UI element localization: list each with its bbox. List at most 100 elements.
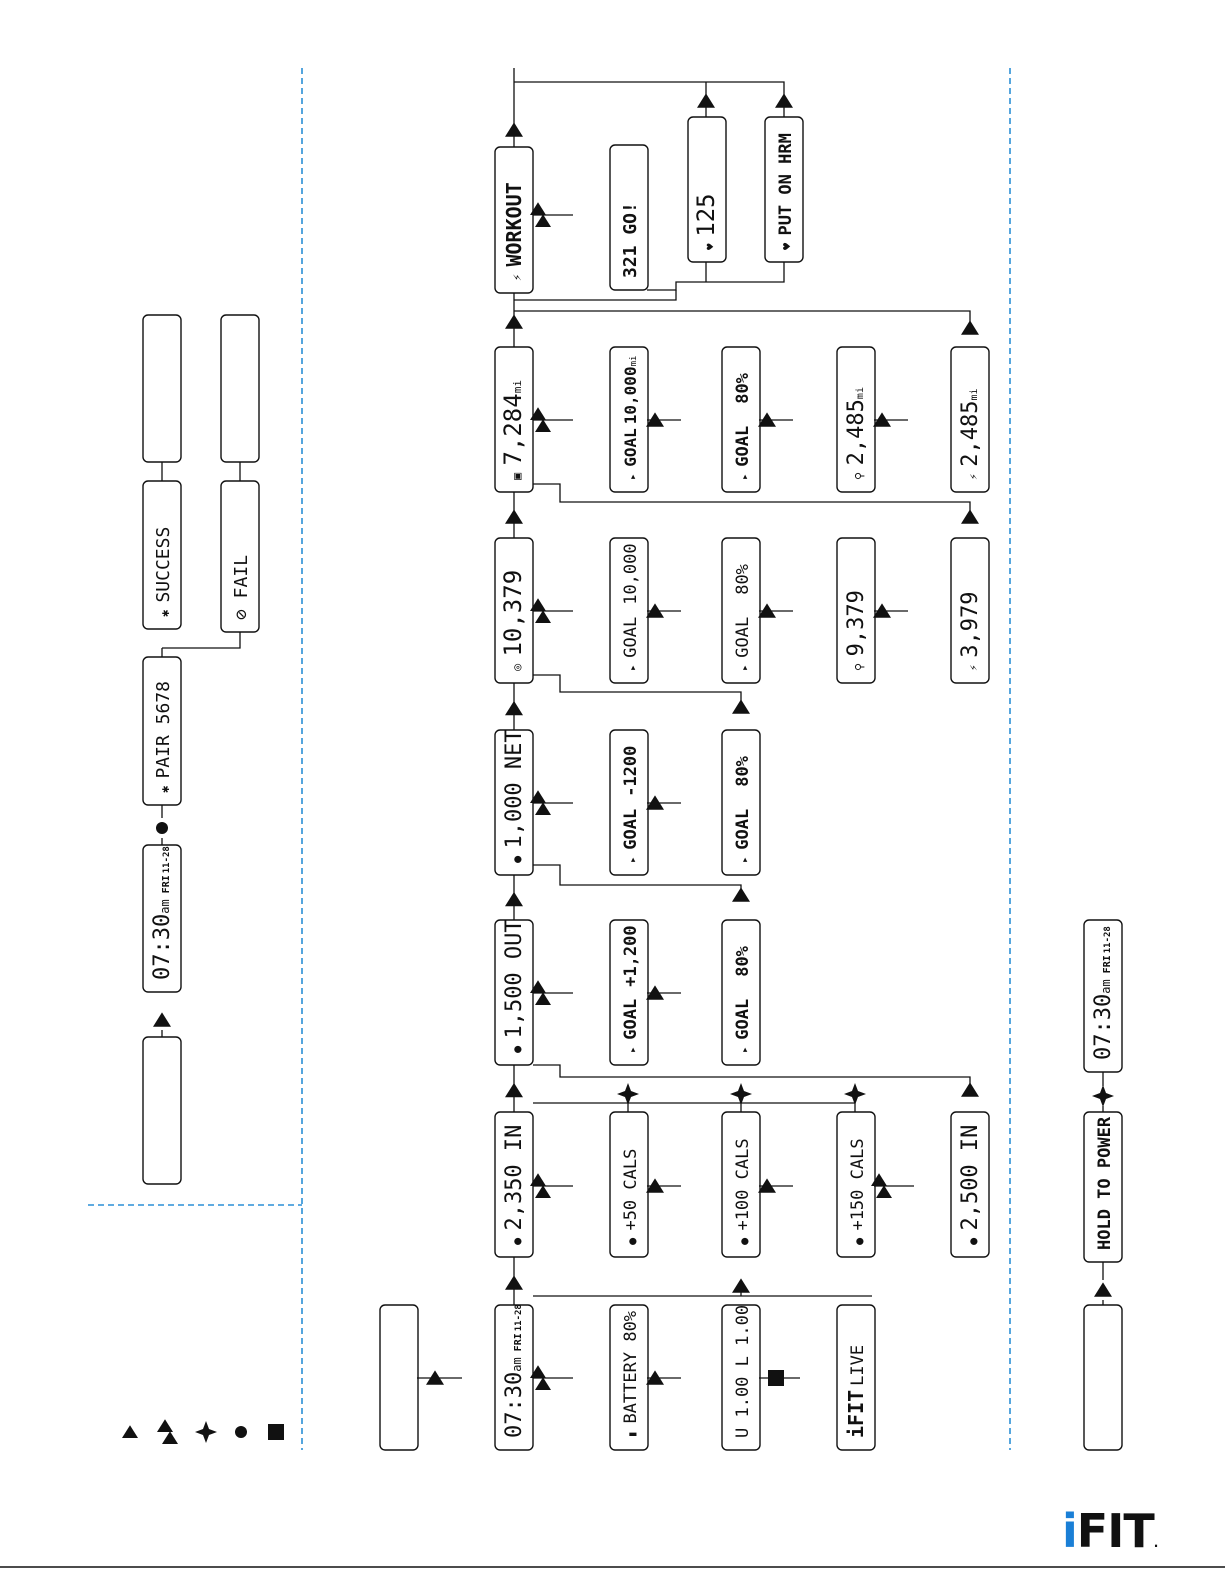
power-clock-screen-frame	[1083, 919, 1123, 1073]
success-text: SUCCESS	[153, 527, 174, 603]
goal-label: GOAL	[621, 999, 641, 1040]
steps-walk-screen-text: ⚲ 9,379	[844, 590, 869, 671]
calories-result-value: 2,500 IN	[958, 1125, 983, 1231]
distance-value: 7,284	[499, 393, 527, 465]
arrow-to-battery	[530, 1365, 551, 1390]
hrm-text: PUT ON HRM	[776, 133, 796, 235]
steps-pct-screen: ▸ GOAL80%	[721, 537, 761, 684]
star-add150	[844, 1083, 866, 1105]
countdown-screen-text: 321 GO!	[620, 202, 641, 278]
net-pct-screen: ▸ GOAL80%	[721, 729, 761, 876]
connector-line	[533, 1064, 971, 1096]
arrow-to-steps-run	[873, 603, 891, 618]
goal-value: 10,000	[621, 366, 640, 424]
heart-rate-screen-text: ♥ 125	[692, 193, 720, 250]
flame-icon: ●	[737, 1231, 751, 1245]
run-steps-value: 3,979	[958, 592, 983, 658]
pair-code: PAIR 5678	[153, 681, 174, 779]
bluetooth-icon: ✱	[158, 779, 172, 793]
legend-circle-icon	[235, 1426, 247, 1438]
steps-main-screen: ◎ 10,379	[494, 537, 534, 684]
goal-flag-icon: ▸	[626, 850, 639, 863]
legend-star-icon	[195, 1421, 217, 1443]
hold-power-screen: HOLD TO POWER	[1083, 1111, 1123, 1263]
dist-run-screen-text: ⚡ 2,485mi	[958, 388, 983, 480]
dist-walk-screen-text: ⚲ 2,485mi	[844, 387, 869, 480]
goal-flag-icon: ▸	[738, 467, 751, 480]
fail-icon: ⊘	[231, 598, 252, 620]
arrow-to-result	[871, 1173, 892, 1198]
pairing-clock-screen-text: 07:30amFRI11-28	[150, 846, 175, 980]
distance-unit: mi	[511, 380, 524, 393]
success-next-screen	[142, 314, 182, 463]
fail-text: FAIL	[231, 555, 252, 599]
heart-rate-screen-frame	[687, 116, 727, 263]
star-add100	[730, 1083, 752, 1105]
version-text: U 1.00 L 1.00	[733, 1305, 753, 1438]
walk-icon: ⚲	[853, 465, 866, 480]
arrow-to-net-pct	[646, 795, 664, 810]
arrow-net-back	[732, 699, 750, 714]
clock-date: 11-28	[1103, 926, 1113, 953]
arrow-steps-to-run	[961, 509, 979, 524]
dist-run-screen: ⚡ 2,485mi	[950, 346, 990, 493]
arrow-to-dist-walk	[758, 412, 776, 427]
star-add50	[617, 1083, 639, 1105]
add100-text: +100 CALS	[733, 1138, 753, 1230]
version-screen-text: U 1.00 L 1.00	[733, 1305, 753, 1438]
fail-next-screen	[220, 314, 260, 463]
burn-main-screen: ● 1,500 OUT	[494, 919, 534, 1066]
clock-ampm: am	[1099, 979, 1113, 993]
version-screen: U 1.00 L 1.00	[721, 1304, 761, 1451]
arrow-next-steps	[505, 700, 523, 716]
arrow-to-countdown	[530, 202, 551, 227]
dist-pct-screen: ▸ GOAL80%	[721, 346, 761, 493]
power-blank-screen-frame	[1083, 1304, 1123, 1451]
arrow-distance-to-run	[961, 320, 979, 335]
pairing-blank-screen-frame	[142, 1036, 182, 1185]
brand-text: iFIT	[844, 1390, 868, 1438]
brand-suffix: LIVE	[848, 1345, 868, 1386]
success-next-screen-frame	[142, 314, 182, 463]
legend-double-triangle-icon	[157, 1419, 178, 1444]
arrow-burn-back	[732, 887, 750, 902]
arrow-to-steps-goal	[530, 598, 551, 623]
workout-main-screen: ⚡ WORKOUT	[494, 146, 534, 294]
clock-day: FRI	[1102, 955, 1113, 973]
net-goal-screen-text: ▸ GOAL-1200	[621, 746, 641, 863]
steps-main-screen-text: ◎ 10,379	[499, 570, 527, 671]
add100-screen: ● +100 CALS	[721, 1111, 761, 1258]
goal-label: GOAL	[733, 999, 753, 1040]
arrow-workout-out	[505, 122, 523, 137]
calories-out-value: 1,500 OUT	[502, 919, 527, 1038]
arrow-to-add150	[758, 1178, 776, 1193]
steps-pct-screen-text: ▸ GOAL80%	[733, 564, 753, 671]
arrow-to-add50	[530, 1173, 551, 1198]
net-main-screen: ● 1,000 NET	[494, 729, 534, 876]
goal-value: +1,200	[621, 925, 641, 986]
heart-rate-screen: ♥ 125	[687, 116, 727, 263]
success-screen-text: ✱ SUCCESS	[153, 527, 174, 617]
connector-line	[514, 81, 785, 100]
clock-day: FRI	[513, 1333, 524, 1351]
arrow-to-dist-run	[873, 412, 891, 427]
calories-result-screen-frame	[950, 1111, 990, 1258]
distance-main-screen: ▣ 7,284mi	[494, 346, 534, 493]
clock-ampm: am	[158, 899, 172, 913]
add50-screen: ● +50 CALS	[609, 1111, 649, 1258]
clock-date: 11-28	[162, 846, 172, 873]
calories-in-value: 2,350 IN	[502, 1125, 527, 1231]
goal-percent: 80%	[733, 945, 753, 976]
ifit-live-screen-frame	[836, 1304, 876, 1451]
hrm-screen: ♥ PUT ON HRM	[764, 116, 804, 263]
arrow-to-burn-goal	[530, 980, 551, 1005]
net-goal-screen: ▸ GOAL-1200	[609, 729, 649, 876]
power-clock-screen-text: 07:30amFRI11-28	[1091, 926, 1116, 1060]
dist-pct-screen-text: ▸ GOAL80%	[733, 372, 753, 480]
clock-date: 11-28	[514, 1304, 524, 1331]
ifit-live-screen-text: iFIT LIVE	[844, 1345, 868, 1438]
run-distance-value: 2,485	[958, 401, 983, 467]
pairing-clock-screen: 07:30amFRI11-28	[142, 844, 182, 993]
time-main-screen: 07:30amFRI11-28	[494, 1304, 534, 1451]
net-pct-screen-text: ▸ GOAL80%	[733, 755, 753, 863]
